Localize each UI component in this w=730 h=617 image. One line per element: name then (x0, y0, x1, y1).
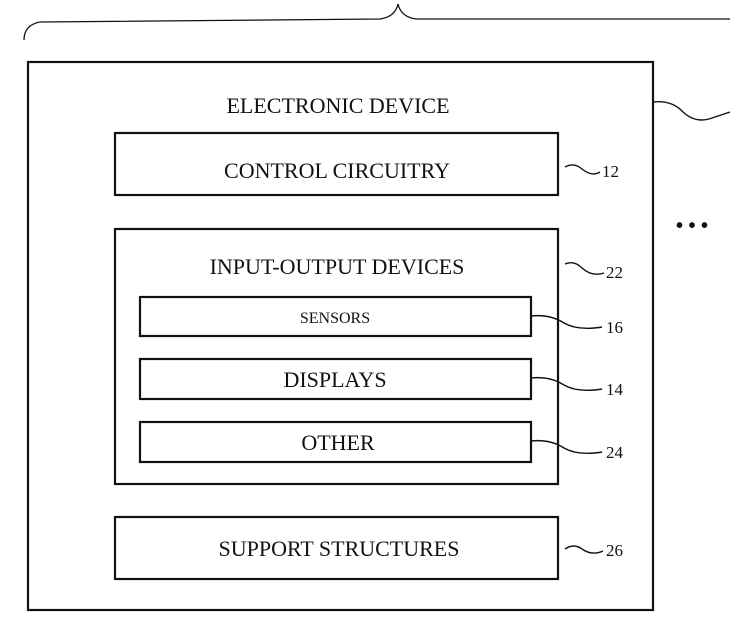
input-output-devices-box (113, 227, 560, 486)
sensors-lead (530, 314, 603, 330)
control-circuitry-label: CONTROL CIRCUITRY (224, 158, 450, 183)
support-structures-box (113, 515, 560, 581)
sensors-label: SENSORS (300, 310, 370, 327)
control-circuitry-ref: 12 (602, 162, 619, 181)
displays-label: DISPLAYS (283, 367, 386, 392)
electronic-device-box (26, 60, 655, 612)
support-structures-lead (564, 545, 604, 554)
displays-ref: 14 (606, 380, 624, 399)
device-lead-line (652, 101, 730, 121)
other-ref: 24 (606, 443, 624, 462)
other-lead (530, 439, 603, 455)
continuation-dots: • • • (676, 215, 708, 237)
control-circuitry-box (113, 131, 560, 197)
other-box (138, 420, 533, 464)
support-structures-label: SUPPORT STRUCTURES (219, 536, 460, 561)
sensors-ref: 16 (606, 318, 623, 337)
top-brace (23, 3, 730, 41)
support-structures-ref: 26 (606, 541, 623, 560)
input-output-devices-lead (564, 261, 605, 275)
control-circuitry-lead (564, 164, 601, 175)
other-label: OTHER (301, 430, 375, 455)
displays-lead (530, 376, 603, 392)
input-output-devices-ref: 22 (606, 263, 623, 282)
electronic-device-label: ELECTRONIC DEVICE (226, 93, 449, 118)
displays-box (138, 357, 533, 401)
input-output-devices-label: INPUT-OUTPUT DEVICES (210, 254, 465, 279)
sensors-box (138, 295, 533, 338)
